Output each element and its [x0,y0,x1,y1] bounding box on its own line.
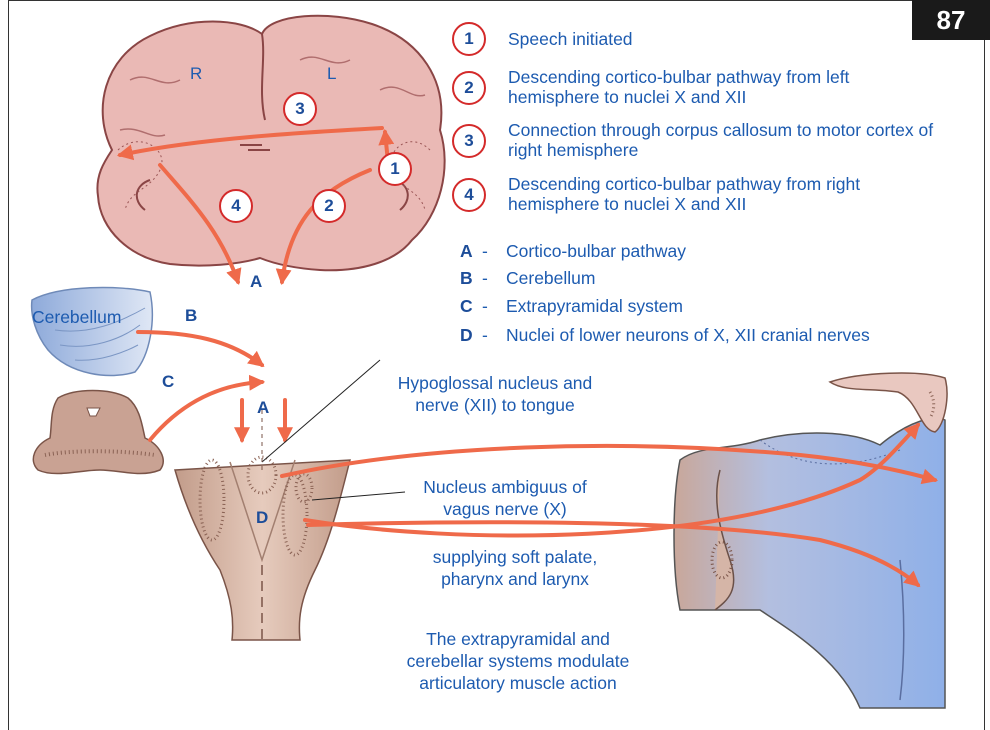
key-item-a: A - Cortico-bulbar pathway [460,241,686,262]
soft-palate-label-line1: supplying soft palate, [400,546,630,568]
key-item-b: B - Cerebellum [460,268,595,289]
brain-marker-1: 1 [378,152,412,186]
modulation-note: The extrapyramidal and cerebellar system… [388,628,648,694]
key-dash-d: - [482,325,506,346]
letter-a-mid: A [257,398,269,418]
letter-a-top: A [250,272,262,292]
key-text-b: Cerebellum [506,268,595,289]
cerebellum-drawing [32,287,153,375]
right-hemisphere-label: R [190,64,202,84]
ambiguus-label-line2: vagus nerve (X) [395,498,615,520]
arrow-cerebellum [138,332,262,365]
key-text-c: Extrapyramidal system [506,296,683,317]
legend-text-1: Speech initiated [508,29,928,49]
key-dash-c: - [482,296,506,317]
hypoglossal-label: Hypoglossal nucleus and nerve (XII) to t… [370,372,620,416]
letter-c: C [162,372,174,392]
soft-palate-label-line2: pharynx and larynx [400,568,630,590]
hypoglossal-label-line1: Hypoglossal nucleus and [370,372,620,394]
key-text-d: Nuclei of lower neurons of X, XII crania… [506,325,870,346]
midbrain-section [33,391,163,474]
letter-d: D [256,508,268,528]
legend-number-4: 4 [452,178,486,212]
legend-item-3: 3 Connection through corpus callosum to … [452,124,938,160]
key-text-a: Cortico-bulbar pathway [506,241,686,262]
legend-number-3: 3 [452,124,486,158]
legend-item-1: 1 Speech initiated [452,22,928,56]
modulation-note-line1: The extrapyramidal and [388,628,648,650]
key-letter-b: B [460,268,482,289]
brain-marker-2: 2 [312,189,346,223]
legend-number-2: 2 [452,71,486,105]
cerebellum-label: Cerebellum [32,306,121,328]
key-item-c: C - Extrapyramidal system [460,296,683,317]
key-letter-c: C [460,296,482,317]
brain-marker-4: 4 [219,189,253,223]
legend-item-4: 4 Descending cortico-bulbar pathway from… [452,178,938,214]
left-hemisphere-label: L [327,64,336,84]
key-letter-d: D [460,325,482,346]
brainstem-drawing [175,457,350,640]
oral-cavity-sagittal [674,373,947,708]
soft-palate-label: supplying soft palate, pharynx and laryn… [400,546,630,590]
legend-text-4: Descending cortico-bulbar pathway from r… [508,174,938,214]
ambiguus-label-line1: Nucleus ambiguus of [395,476,615,498]
modulation-note-line2: cerebellar systems modulate [388,650,648,672]
brain-coronal-section [97,16,444,271]
modulation-note-line3: articulatory muscle action [388,672,648,694]
legend-item-2: 2 Descending cortico-bulbar pathway from… [452,71,938,107]
legend-text-3: Connection through corpus callosum to mo… [508,120,938,160]
key-dash-a: - [482,241,506,262]
key-letter-a: A [460,241,482,262]
legend-text-2: Descending cortico-bulbar pathway from l… [508,67,938,107]
brain-marker-3: 3 [283,92,317,126]
key-item-d: D - Nuclei of lower neurons of X, XII cr… [460,325,870,346]
letter-b: B [185,306,197,326]
hypoglossal-label-line2: nerve (XII) to tongue [370,394,620,416]
ambiguus-label: Nucleus ambiguus of vagus nerve (X) [395,476,615,520]
legend-number-1: 1 [452,22,486,56]
key-dash-b: - [482,268,506,289]
